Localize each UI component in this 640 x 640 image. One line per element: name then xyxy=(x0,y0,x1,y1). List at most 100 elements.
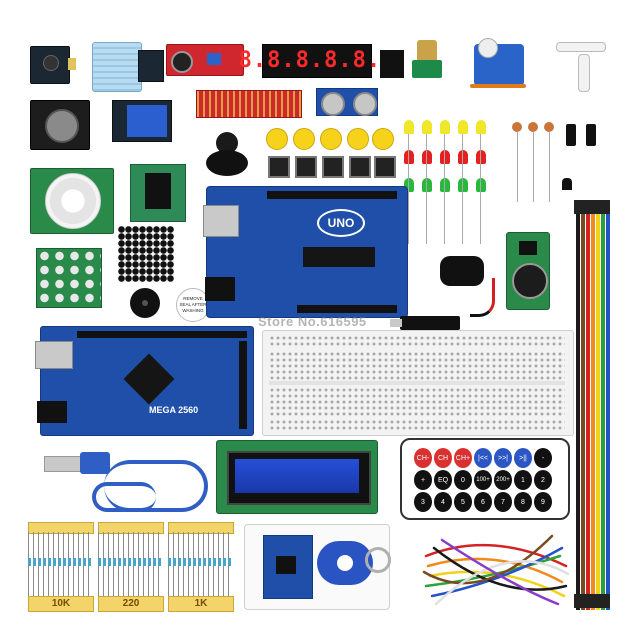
rfid-reader-board xyxy=(263,535,313,599)
tactile-switch xyxy=(374,156,396,178)
terminal-strip-bottom xyxy=(269,387,565,417)
tilt-switches xyxy=(566,124,606,180)
remote-key[interactable]: 2 xyxy=(534,470,552,490)
atmega-chip xyxy=(303,247,375,267)
arduino-mega-board: MEGA 2560 xyxy=(35,326,254,436)
resistor-bodies xyxy=(168,558,232,566)
remote-key-grid: CH- CH CH+ |<< >>| >|| - + EQ 0 100+ 200… xyxy=(414,448,554,512)
led-yellow xyxy=(440,120,450,134)
servo-cable xyxy=(470,84,526,88)
rtc-clock-module xyxy=(506,232,550,310)
usb-a-housing xyxy=(80,452,110,474)
rfid-keyfob xyxy=(317,541,373,585)
tactile-switch xyxy=(295,156,317,178)
wire-blue xyxy=(606,200,610,610)
tape-label: 1K xyxy=(168,596,234,612)
remote-key[interactable]: 3 xyxy=(414,492,432,512)
buzzer-sticker-text: REMOVE SEAL AFTER WASHING xyxy=(179,296,207,313)
resistor-bodies xyxy=(98,558,162,566)
rfid-card-holder xyxy=(244,524,391,610)
remote-key[interactable]: 5 xyxy=(454,492,472,512)
wire-black xyxy=(576,200,580,610)
remote-key[interactable]: >|| xyxy=(514,448,532,468)
uno-text: UNO xyxy=(327,216,355,230)
relay-block xyxy=(127,105,167,137)
pot-body xyxy=(412,60,442,78)
remote-key[interactable]: CH xyxy=(434,448,452,468)
button-cap xyxy=(347,128,369,150)
remote-key[interactable]: |<< xyxy=(474,448,492,468)
photoresistors xyxy=(512,122,562,202)
barrel-tip xyxy=(390,319,402,327)
remote-key[interactable]: CH- xyxy=(414,448,432,468)
remote-key[interactable]: 200+ xyxy=(494,470,512,490)
remote-key[interactable]: 9 xyxy=(534,492,552,512)
buzzer-hole xyxy=(142,300,148,306)
shift-register-ic xyxy=(380,50,404,78)
led-yellow xyxy=(476,120,486,134)
jumper-wires-male xyxy=(422,526,570,610)
rtc-chip xyxy=(519,241,537,255)
remote-key[interactable]: 6 xyxy=(474,492,492,512)
thumbstick-base xyxy=(206,150,248,176)
potentiometer xyxy=(410,40,444,80)
usb-cable-loop-2 xyxy=(92,482,156,512)
rfid-chip xyxy=(276,556,296,574)
led-yellow xyxy=(404,120,414,134)
keyfob-hole xyxy=(337,555,353,571)
led-yellow xyxy=(458,120,468,134)
ldr xyxy=(512,122,522,132)
button-cap xyxy=(372,128,394,150)
led-matrix-8x8 xyxy=(118,226,174,282)
tactile-switch xyxy=(268,156,290,178)
led-red xyxy=(440,150,450,164)
joystick-dial xyxy=(45,109,79,143)
remote-key[interactable]: EQ xyxy=(434,470,452,490)
stepper-driver-board xyxy=(130,164,186,222)
led-leg xyxy=(462,134,463,244)
led-green xyxy=(422,178,432,192)
remote-key[interactable]: - xyxy=(534,448,552,468)
ultrasonic-sensor xyxy=(316,88,378,116)
led-leg xyxy=(426,134,427,244)
power-rail-top xyxy=(269,335,565,347)
tilt-switch xyxy=(586,124,596,146)
remote-key[interactable]: + xyxy=(414,470,432,490)
ir-sensor-module xyxy=(30,46,70,84)
battery-clip-wires xyxy=(470,278,495,317)
wire-connector-top xyxy=(574,200,610,214)
potentiometer-blue xyxy=(207,53,221,65)
led-red xyxy=(404,150,414,164)
led-green xyxy=(476,178,486,192)
remote-key[interactable]: 8 xyxy=(514,492,532,512)
mega-chip xyxy=(123,353,175,405)
tactile-switch xyxy=(322,156,344,178)
remote-key[interactable]: >>| xyxy=(494,448,512,468)
wire-red xyxy=(586,200,590,610)
tactile-switch xyxy=(349,156,371,178)
led-leg xyxy=(444,134,445,244)
button-cap xyxy=(266,128,288,150)
sound-sensor-module xyxy=(166,44,244,76)
lcd-1602-display xyxy=(216,440,378,514)
resistor-bodies xyxy=(28,558,92,566)
driver-ic xyxy=(145,173,171,209)
ldr-leg xyxy=(517,132,518,202)
remote-key[interactable]: 100+ xyxy=(474,470,492,490)
remote-key[interactable]: CH+ xyxy=(454,448,472,468)
remote-key[interactable]: 7 xyxy=(494,492,512,512)
mega-dc-jack xyxy=(37,401,67,423)
resistor-pack-10k: 10K xyxy=(28,522,94,612)
dht11-sensor xyxy=(92,42,142,92)
pir-motion-sensor xyxy=(30,168,114,234)
tape-label: 220 xyxy=(98,596,164,612)
remote-key[interactable]: 4 xyxy=(434,492,452,512)
pir-dome xyxy=(45,173,101,229)
ldr-leg xyxy=(549,132,550,202)
joystick-thumbstick xyxy=(206,132,248,178)
button-keypad-4x4 xyxy=(36,248,102,308)
remote-key[interactable]: 0 xyxy=(454,470,472,490)
digital-header xyxy=(267,191,397,199)
servo-horn xyxy=(478,38,498,58)
remote-key[interactable]: 1 xyxy=(514,470,532,490)
